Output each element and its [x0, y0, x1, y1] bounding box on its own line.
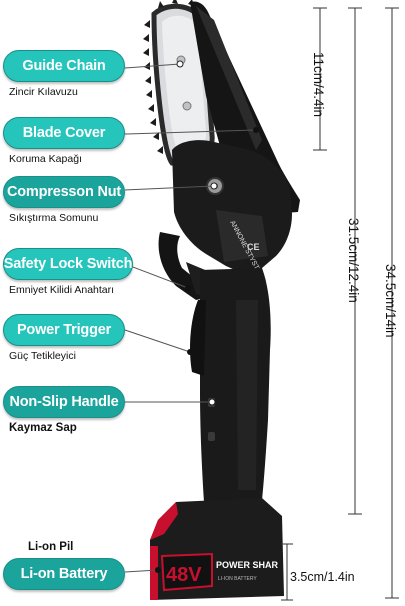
blade-cover-sublabel: Koruma Kapağı	[9, 153, 82, 165]
non-slip-handle-sublabel: Kaymaz Sap	[9, 422, 77, 434]
safety-lock-label: Safety Lock Switch	[3, 248, 133, 280]
pointer-lines	[124, 63, 257, 573]
compression-nut-label: Compresson Nut	[3, 176, 125, 208]
chain-teeth	[143, 0, 206, 154]
dimension-lines	[281, 7, 399, 601]
battery-pack: 48V POWER SHAR LI-ION BATTERY	[150, 498, 284, 600]
battery-label: Li-on Battery	[3, 558, 125, 590]
battery-brand: POWER SHAR	[216, 560, 279, 570]
guide-chain-label: Guide Chain	[3, 50, 125, 82]
battery-sublabel: Li-on Pil	[28, 541, 74, 553]
power-trigger-sublabel: Güç Tetikleyici	[9, 350, 76, 362]
battery-small-text: LI-ION BATTERY	[218, 576, 257, 582]
power-trigger-label: Power Trigger	[3, 314, 125, 346]
motor-body: ANNONE STYSTEMS CE	[172, 140, 292, 285]
total-length-dimension: 34.5cm/14in	[383, 264, 398, 338]
guide-chain-sublabel: Zincir Kılavuzu	[9, 86, 78, 98]
blade-cover	[190, 1, 300, 215]
non-slip-handle-label: Non-Slip Handle	[3, 386, 125, 418]
pointer-dots	[155, 60, 259, 573]
body-length-dimension: 31.5cm/12.4in	[346, 218, 361, 303]
bar-length-dimension: 11cm/4.4in	[311, 52, 326, 118]
battery-height-dimension: 3.5cm/1.4in	[290, 570, 355, 584]
handle-grip	[190, 268, 271, 502]
battery-voltage: 48V	[166, 564, 202, 586]
ce-mark: CE	[247, 242, 260, 252]
safety-lock-sublabel: Emniyet Kilidi Anahtarı	[9, 284, 115, 296]
blade-cover-label: Blade Cover	[3, 117, 125, 149]
compression-nut-sublabel: Sıkıştırma Somunu	[9, 212, 99, 224]
